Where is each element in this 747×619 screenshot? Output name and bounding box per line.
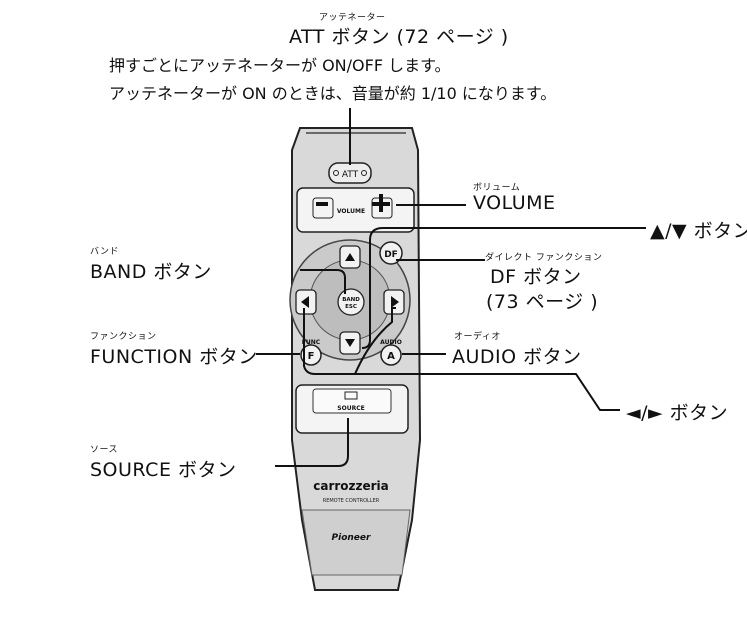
leftright-title: ◄/► ボタン xyxy=(626,402,729,424)
volume-ruby: ボリューム xyxy=(473,183,521,193)
band-esc-label-top: BAND xyxy=(342,297,360,303)
band-leader-line xyxy=(300,269,346,294)
att-title: ATT ボタン (72 ページ ) xyxy=(289,26,509,48)
audio-title: AUDIO ボタン xyxy=(452,346,582,368)
att-button-label: ATT xyxy=(342,170,359,180)
audio-ruby: オーディオ xyxy=(454,332,501,342)
updown-title: ▲/▼ ボタン xyxy=(650,220,747,242)
leader-lines xyxy=(256,108,646,467)
df-ruby: ダイレクト ファンクション xyxy=(485,253,603,263)
brand-logo: carrozzeria xyxy=(313,479,389,493)
up-arrow-icon xyxy=(345,253,355,261)
remote-lower-panel xyxy=(301,509,411,576)
band-title: BAND ボタン xyxy=(90,261,212,283)
updown-leader-line xyxy=(361,227,646,349)
df-button[interactable] xyxy=(379,241,403,265)
audio-button-caption: AUDIO xyxy=(380,339,402,346)
leftright-leader-line-b xyxy=(354,307,396,375)
band-esc-label-bottom: ESC xyxy=(345,304,357,310)
df-page: (73 ページ ) xyxy=(486,291,599,313)
band-ruby: バンド xyxy=(90,247,119,257)
df-title: DF ボタン xyxy=(490,266,582,288)
source-leader-line xyxy=(275,418,349,467)
remote-control: ATT VOLUME BAND ESC DF FUNC F xyxy=(289,127,422,591)
audio-button[interactable] xyxy=(380,344,402,366)
function-ruby: ファンクション xyxy=(90,332,157,342)
function-title: FUNCTION ボタン xyxy=(90,346,258,368)
att-description-line2: アッテネーターが ON のときは、音量が約 1/10 になります。 xyxy=(109,84,557,103)
left-arrow-icon xyxy=(301,296,309,308)
source-ruby: ソース xyxy=(90,445,119,455)
down-arrow-icon xyxy=(345,339,355,347)
band-esc-button[interactable] xyxy=(337,288,365,316)
maker-logo: Pioneer xyxy=(332,533,371,543)
att-ruby: アッテネーター xyxy=(319,13,386,23)
volume-minus-icon xyxy=(316,202,328,206)
right-arrow-icon xyxy=(391,296,399,308)
func-button[interactable] xyxy=(300,344,322,366)
func-button-label: F xyxy=(308,351,315,362)
df-button-label: DF xyxy=(384,250,398,260)
leftright-leader-line-a xyxy=(303,308,620,411)
audio-button-label: A xyxy=(387,351,395,362)
volume-rocker-label: VOLUME xyxy=(337,208,365,215)
source-title: SOURCE ボタン xyxy=(90,459,237,481)
brand-subtitle: REMOTE CONTROLLER xyxy=(323,498,380,504)
att-description-line1: 押すごとにアッテネーターが ON/OFF します。 xyxy=(109,56,451,75)
volume-title: VOLUME xyxy=(473,192,556,214)
source-button-label: SOURCE xyxy=(337,405,364,412)
func-button-caption: FUNC xyxy=(302,339,321,346)
